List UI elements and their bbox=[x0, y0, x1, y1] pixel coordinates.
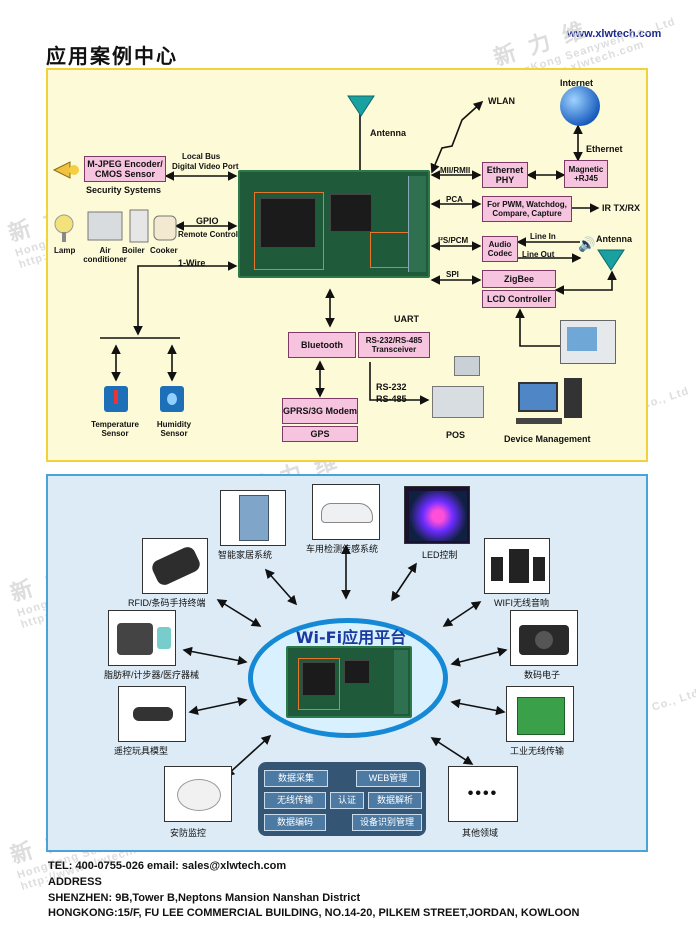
security-caption: 安防监控 bbox=[170, 828, 207, 838]
line-out-label: Line Out bbox=[522, 250, 555, 259]
medical-caption: 脂肪秤/计步器/医疗器械 bbox=[104, 670, 200, 680]
zigbee-box: ZigBee bbox=[482, 270, 556, 288]
uart-label: UART bbox=[394, 314, 419, 324]
one-wire-label: 1-Wire bbox=[178, 258, 206, 268]
rs232-label: RS-232 bbox=[376, 382, 407, 392]
feature-data-collection: 数据采集 bbox=[264, 770, 328, 787]
feature-web-management: WEB管理 bbox=[356, 770, 420, 787]
security-systems-label: Security Systems bbox=[86, 185, 162, 195]
pca-label: PCA bbox=[446, 195, 463, 204]
remote-control-label: Remote Control bbox=[178, 230, 238, 239]
medical-thumbnail bbox=[108, 610, 176, 666]
feature-data-parsing: 数据解析 bbox=[368, 792, 422, 809]
page-title: 应用案例中心 bbox=[46, 44, 178, 68]
industrial-caption: 工业无线传输 bbox=[510, 746, 565, 756]
temperature-sensor-label: Temperature Sensor bbox=[91, 420, 139, 438]
antenna-right-label: Antenna bbox=[596, 234, 632, 244]
computer-icon bbox=[516, 376, 584, 430]
device-management-label: Device Management bbox=[504, 434, 591, 444]
footer-contact: TEL: 400-0755-026 email: sales@xlwtech.c… bbox=[48, 860, 287, 872]
humidity-sensor-label: Humidity Sensor bbox=[156, 420, 192, 438]
speaker-icon: 🔊 bbox=[578, 236, 596, 252]
industrial-thumbnail bbox=[506, 686, 574, 742]
rs-transceiver-box: RS-232/RS-485 Transceiver bbox=[358, 332, 430, 358]
pos-terminal-icon bbox=[432, 356, 484, 420]
feature-data-encoding: 数据编码 bbox=[264, 814, 326, 831]
footer-hongkong-address: HONGKONG:15/F, FU LEE COMMERCIAL BUILDIN… bbox=[48, 907, 580, 919]
audio-codec-box: Audio Codec bbox=[482, 236, 518, 262]
pwm-watchdog-box: For PWM, Watchdog, Compare, Capture bbox=[482, 196, 572, 222]
humidity-drop-icon bbox=[160, 386, 184, 412]
air-conditioner-label: Air conditioner bbox=[83, 246, 127, 264]
wlan-label: WLAN bbox=[488, 96, 515, 106]
boiler-label: Boiler bbox=[122, 246, 145, 255]
wifi-platform-title: Wi-Fi应用平台 bbox=[295, 628, 407, 647]
car-caption: 车用检测传感系统 bbox=[306, 544, 379, 554]
toy-drone-caption: 遥控玩具模型 bbox=[114, 746, 169, 756]
digital-camera-thumbnail bbox=[510, 610, 578, 666]
antenna-label: Antenna bbox=[370, 128, 406, 138]
feature-authentication: 认证 bbox=[330, 792, 364, 809]
mii-rmii-label: MII/RMII bbox=[440, 166, 471, 175]
lcd-panel-icon bbox=[560, 320, 616, 364]
spi-label: SPI bbox=[446, 270, 459, 279]
internet-label: Internet bbox=[560, 78, 594, 88]
wifi-speaker-caption: WIFI无线音响 bbox=[494, 598, 549, 608]
bluetooth-box: Bluetooth bbox=[288, 332, 356, 358]
rs485-label: RS-485 bbox=[376, 394, 407, 404]
feature-device-identification: 设备识别管理 bbox=[352, 814, 422, 831]
appliance-icons bbox=[54, 209, 177, 243]
ethernet-phy-box: Ethernet PHY bbox=[482, 162, 528, 188]
wifi-speaker-thumbnail bbox=[484, 538, 550, 594]
smart-home-caption: 智能家居系统 bbox=[218, 550, 273, 560]
mjpeg-encoder-box: M-JPEG Encoder/ CMOS Sensor bbox=[84, 156, 166, 182]
toy-drone-thumbnail bbox=[118, 686, 186, 742]
rfid-thumbnail bbox=[142, 538, 208, 594]
gprs-modem-box: GPRS/3G Modem bbox=[282, 398, 358, 424]
wifi-module-image-bottom bbox=[286, 646, 412, 718]
other-fields-thumbnail: •••• bbox=[448, 766, 518, 822]
rfid-caption: RFID/条码手持终端 bbox=[128, 598, 206, 608]
website-url[interactable]: www.xlwtech.com bbox=[567, 28, 662, 40]
camera-icon bbox=[52, 161, 79, 179]
lamp-label: Lamp bbox=[54, 246, 76, 255]
i2s-pcm-label: I²S/PCM bbox=[438, 236, 469, 245]
wifi-module-image bbox=[238, 170, 430, 278]
cooker-label: Cooker bbox=[150, 246, 178, 255]
line-in-label: Line In bbox=[530, 232, 556, 241]
magnetic-rj45-box: Magnetic +RJ45 bbox=[564, 160, 608, 188]
thermometer-icon bbox=[104, 386, 128, 412]
smart-home-thumbnail bbox=[220, 490, 286, 546]
car-thumbnail bbox=[312, 484, 380, 540]
local-bus-label: Local Bus bbox=[182, 152, 221, 161]
ir-txrx-label: IR TX/RX bbox=[602, 203, 641, 213]
ethernet-label: Ethernet bbox=[586, 144, 623, 154]
security-camera-thumbnail bbox=[164, 766, 232, 822]
digital-video-port-label: Digital Video Port bbox=[172, 162, 239, 171]
footer-shenzhen-address: SHENZHEN: 9B,Tower B,Neptons Mansion Nan… bbox=[48, 892, 361, 904]
lcd-controller-box: LCD Controller bbox=[482, 290, 556, 308]
footer-address-heading: ADDRESS bbox=[48, 876, 102, 888]
antenna-icon bbox=[347, 95, 375, 117]
gpio-label: GPIO bbox=[196, 216, 219, 226]
led-caption: LED控制 bbox=[422, 550, 458, 560]
gps-box: GPS bbox=[282, 426, 358, 442]
antenna-right-icon bbox=[597, 249, 625, 271]
globe-icon bbox=[560, 86, 600, 126]
pos-label: POS bbox=[446, 430, 466, 440]
digital-camera-caption: 数码电子 bbox=[524, 670, 561, 680]
led-thumbnail bbox=[404, 486, 470, 544]
other-fields-caption: 其他领域 bbox=[462, 828, 499, 838]
feature-wireless-transmission: 无线传输 bbox=[264, 792, 326, 809]
